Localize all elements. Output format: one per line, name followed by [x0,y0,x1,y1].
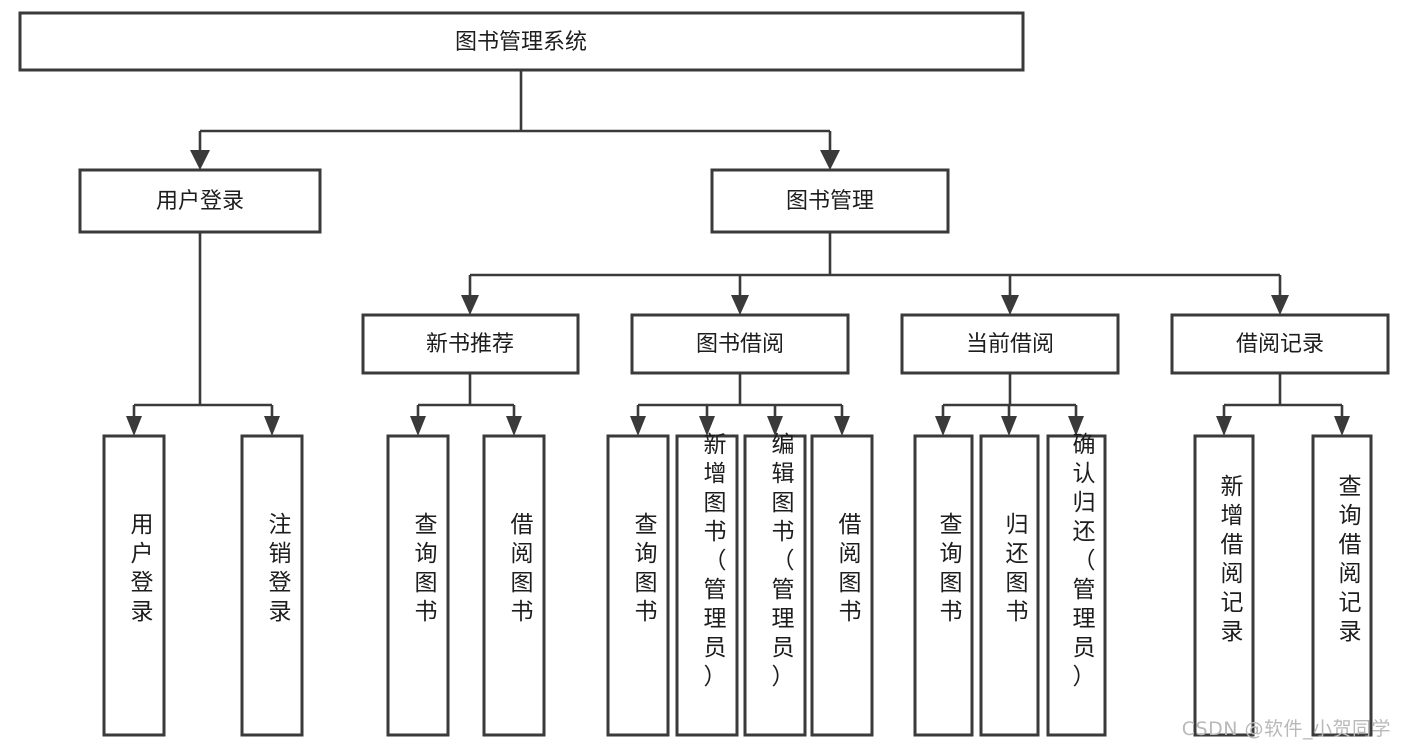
leaf-node-borrow-book-borrow-box[interactable] [810,434,874,737]
leaf-node-borrow-book-rec[interactable]: 借阅图书 [482,434,546,737]
leaf-node-confirm-return-admin-label: 确认归还（管理员） [1073,432,1096,690]
arrowhead-leaf-user-login [126,416,142,436]
leaf-node-borrow-book-borrow[interactable]: 借阅图书 [810,434,874,737]
leaf-node-edit-book-admin[interactable]: 编辑图书（管理员） [743,432,807,737]
connector-group-user-login [126,232,280,436]
node-borrow-record-box[interactable] [1170,313,1390,375]
node-book-management[interactable]: 图书管理 [710,168,950,234]
arrowhead-leaf-return-book [1001,416,1017,436]
leaf-node-add-book-admin-label: 新增图书（管理员） [704,432,727,690]
leaf-node-confirm-return-admin-box[interactable] [1046,434,1107,737]
leaf-node-logout-box[interactable] [240,434,304,737]
arrowhead-leaf-logout [264,416,280,436]
leaf-node-query-book-rec-box[interactable] [386,434,450,737]
node-new-book-recommend-box[interactable] [361,313,580,375]
leaf-node-query-book-current-label: 查询图书 [940,512,963,625]
leaf-node-return-book[interactable]: 归还图书 [979,434,1040,737]
leaf-node-add-book-admin[interactable]: 新增图书（管理员） [675,432,739,737]
node-user-login[interactable]: 用户登录 [78,168,322,234]
leaf-node-query-borrow-record[interactable]: 查询借阅记录 [1311,434,1373,737]
arrowhead-book-mgmt [820,150,840,170]
leaf-node-query-book-rec[interactable]: 查询图书 [386,434,450,737]
leaf-node-logout-label: 注销登录 [269,512,292,625]
connector-group-book-borrow [630,373,850,436]
leaf-node-borrow-book-borrow-label: 借阅图书 [839,512,862,625]
leaf-node-add-book-admin-box[interactable] [675,434,739,737]
arrowhead-book-borrow [731,295,749,315]
leaf-node-query-book-current[interactable]: 查询图书 [913,434,974,737]
leaf-node-user-login[interactable]: 用户登录 [102,434,166,737]
arrowhead-leaf-borrow-book-2 [834,416,850,436]
node-borrow-record[interactable]: 借阅记录 [1170,313,1390,375]
arrowhead-borrow-record [1271,295,1289,315]
leaf-node-borrow-book-rec-label: 借阅图书 [511,512,534,625]
arrowhead-user-login [190,150,210,170]
leaf-node-confirm-return-admin[interactable]: 确认归还（管理员） [1046,432,1107,737]
leaf-node-logout[interactable]: 注销登录 [240,434,304,737]
node-current-borrow-box[interactable] [900,313,1120,375]
leaf-node-add-borrow-record[interactable]: 新增借阅记录 [1193,434,1255,737]
node-user-login-box[interactable] [78,168,322,234]
arrowhead-leaf-query-book-2 [630,416,646,436]
node-new-book-recommend[interactable]: 新书推荐 [361,313,580,375]
leaf-node-query-book-borrow-label: 查询图书 [635,512,658,625]
node-book-management-box[interactable] [710,168,950,234]
node-new-book-recommend-label: 新书推荐 [426,332,514,357]
leaf-node-borrow-book-rec-box[interactable] [482,434,546,737]
leaf-node-query-book-current-box[interactable] [913,434,974,737]
leaf-node-query-book-borrow[interactable]: 查询图书 [606,434,670,737]
node-book-borrow-label: 图书借阅 [696,332,784,357]
csdn-watermark: CSDN @软件_小贺同学 [1181,718,1391,740]
node-root[interactable]: 图书管理系统 [18,11,1025,72]
leaf-node-add-borrow-record-label: 新增借阅记录 [1221,474,1244,645]
arrowhead-leaf-query-book-3 [935,416,951,436]
node-user-login-label: 用户登录 [156,189,244,214]
node-current-borrow-label: 当前借阅 [966,332,1054,357]
leaf-node-add-borrow-record-box[interactable] [1193,434,1255,737]
leaf-node-user-login-box[interactable] [102,434,166,737]
connector-group-current-borrow [935,373,1084,436]
connector-group-new-book-rec [410,373,522,436]
connector-group-borrow-record [1216,373,1350,436]
arrowhead-new-book-rec [461,295,479,315]
leaf-node-query-borrow-record-label: 查询借阅记录 [1339,474,1362,645]
arrowhead-leaf-add-book [699,416,715,436]
node-book-borrow-box[interactable] [630,313,850,375]
arrowhead-leaf-confirm-return [1068,416,1084,436]
leaf-node-query-book-rec-label: 查询图书 [415,512,438,625]
node-root-box[interactable] [18,11,1025,72]
leaf-node-query-book-borrow-box[interactable] [606,434,670,737]
arrowhead-leaf-query-record [1334,416,1350,436]
node-current-borrow[interactable]: 当前借阅 [900,313,1120,375]
leaf-node-user-login-label: 用户登录 [131,512,154,625]
leaf-node-edit-book-admin-box[interactable] [743,434,807,737]
leaf-node-return-book-label: 归还图书 [1006,512,1029,625]
arrowhead-leaf-edit-book [767,416,783,436]
arrowhead-leaf-borrow-book-1 [506,416,522,436]
node-book-management-label: 图书管理 [786,189,874,214]
arrowhead-leaf-query-book-1 [410,416,426,436]
connector-group-root [190,70,840,170]
leaf-node-edit-book-admin-label: 编辑图书（管理员） [772,432,795,690]
leaf-node-return-book-box[interactable] [979,434,1040,737]
leaf-node-query-borrow-record-box[interactable] [1311,434,1373,737]
connector-group-book-mgmt [461,232,1289,315]
node-borrow-record-label: 借阅记录 [1236,332,1324,357]
node-book-borrow[interactable]: 图书借阅 [630,313,850,375]
node-root-label: 图书管理系统 [455,30,587,55]
arrowhead-leaf-add-record [1216,416,1232,436]
arrowhead-current-borrow [1001,295,1019,315]
